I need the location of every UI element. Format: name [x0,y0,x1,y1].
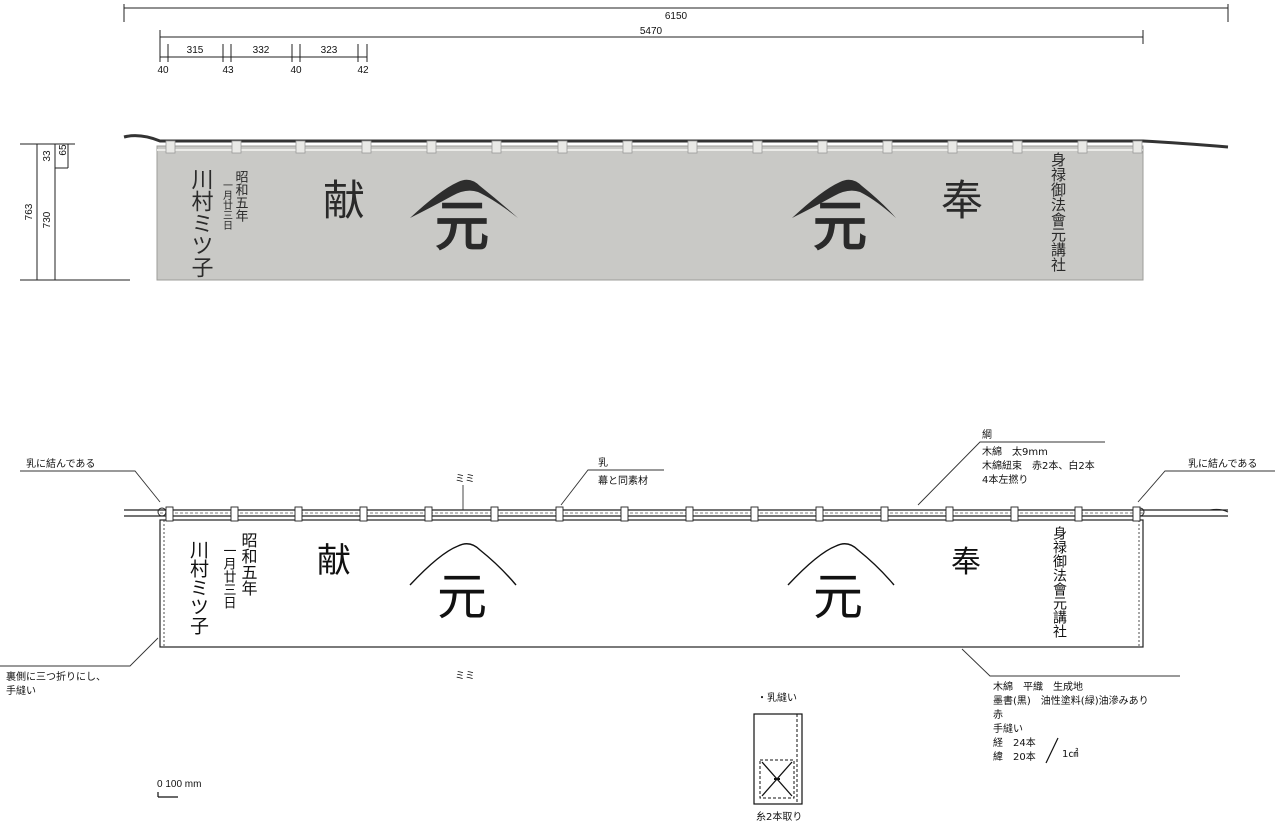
fabric-line6-note: 緯 20本 [993,750,1036,763]
fabric-line4-note: 手縫い [993,722,1023,735]
height-top-a-label: 33 [42,150,53,162]
height-top-b-label: 65 [58,144,69,156]
overall-width-label: 6150 [665,11,688,22]
tied-left-note: 乳に結んである [26,457,95,470]
drawing-kanji-right: 奉 [951,545,981,580]
photo-kanji-left: 献 [323,176,365,225]
photo-emblem-right: 元 [813,194,867,258]
drawing-emblem-left: 元 [437,568,487,626]
gap-4-label: 42 [357,65,369,76]
scale-label: 0 100 mm [157,779,201,790]
drawing-date-line2: 一月廿三日 [221,544,237,609]
drawing-donor-name: 川村ミツ子 [187,540,209,635]
rope-line3-note: 4本左撚り [982,473,1028,486]
fabric-line3-note: 赤 [993,709,1003,721]
photo-emblem-left: 元 [435,194,489,258]
photo-shrine-name: 身禄御法會元講社 [1049,152,1067,272]
fabric-line5-note: 経 24本 [993,736,1036,749]
stitch-detail [753,713,803,805]
photo-date-line2: 一月廿三日 [221,180,233,230]
photo-donor-name: 川村ミツ子 [188,168,214,278]
height-body-label: 730 [42,211,53,228]
segment-2-label: 332 [253,45,270,56]
gap-1-label: 40 [157,65,169,76]
mimi-bottom-note: ミミ [455,671,475,682]
drawing-kanji-left: 献 [317,541,351,581]
stitch-caption-note: 糸2本取り [756,810,802,823]
mimi-top-note: ミミ [455,474,475,485]
rope-line2-note: 木綿紐束 赤2本、白2本 [982,459,1095,472]
dimension-lines [123,4,1229,62]
scale-bar [157,792,178,798]
fabric-density-slash [1045,737,1059,764]
drawing-emblem-right: 元 [813,568,863,626]
segment-3-label: 323 [321,45,338,56]
body-width-label: 5470 [640,26,663,37]
gap-2-label: 43 [222,65,234,76]
curtain-drawing [124,506,1229,648]
photo-kanji-right: 奉 [941,176,983,225]
chi-title-note: 乳 [598,456,608,469]
chi-material-note: 幕と同素材 [598,474,648,487]
hem-line2-note: 手縫い [6,684,36,697]
fabric-line2-note: 墨書(黒) 油性塗料(緑)油滲みあり [993,694,1149,707]
segment-1-label: 315 [187,45,204,56]
leader-lines [0,441,1275,677]
fabric-unit-note: 1㎠ [1062,748,1078,760]
rope-title-note: 綱 [982,428,992,441]
rope-line1-note: 木綿 太9mm [982,445,1048,458]
gap-3-label: 40 [290,65,302,76]
hem-line1-note: 裏側に三つ折りにし、 [6,670,106,683]
curtain-photo [123,134,1229,281]
drawing-shrine-name: 身禄御法會元講社 [1051,526,1067,638]
height-dimension-lines [20,143,130,281]
drawing-date-line1: 昭和五年 [239,532,258,596]
fabric-line1-note: 木綿 平織 生成地 [993,680,1083,693]
stitch-title-note: ・乳縫い [757,691,797,704]
photo-date-line1: 昭和五年 [233,170,249,222]
tied-right-note: 乳に結んである [1188,457,1257,470]
height-total-label: 763 [24,203,35,220]
